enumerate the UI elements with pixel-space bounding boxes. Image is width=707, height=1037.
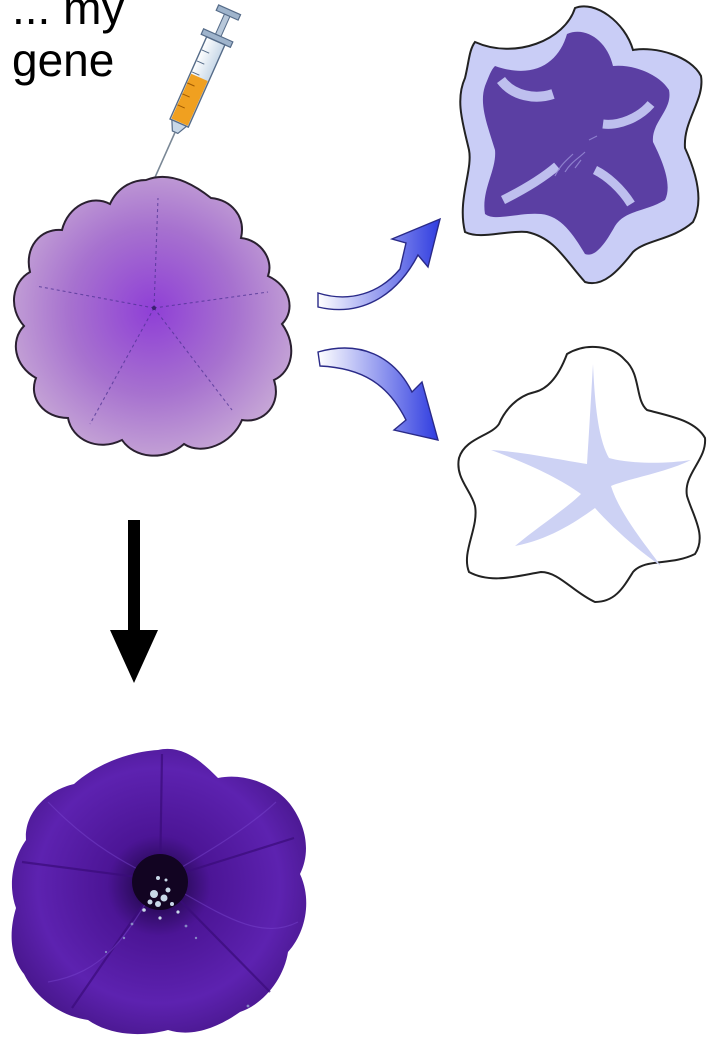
gene-label-line-2: gene xyxy=(12,34,124,86)
star-pattern-flower-illustration xyxy=(455,0,707,290)
purple-petunia-photo xyxy=(8,742,313,1037)
gene-label: ... my gene xyxy=(12,0,124,86)
gene-label-line-1: ... my xyxy=(12,0,124,34)
syringe-icon xyxy=(138,2,248,182)
down-arrow-icon xyxy=(108,520,160,685)
curved-arrow-down-icon xyxy=(310,340,460,450)
curved-arrow-up-icon xyxy=(310,205,460,325)
purple-flower-illustration xyxy=(6,168,301,463)
white-flower-illustration xyxy=(455,340,707,605)
